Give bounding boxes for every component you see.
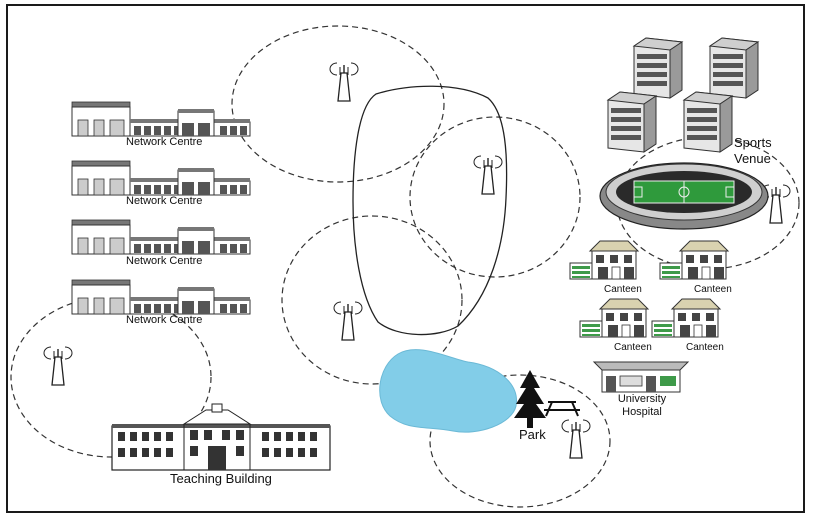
antenna-tower-icon — [561, 419, 591, 459]
network-centre-label: Network Centre — [126, 136, 203, 148]
building-icon — [71, 279, 251, 315]
bench-icon — [544, 401, 580, 417]
building-icon — [71, 160, 251, 196]
park-label: Park — [519, 427, 546, 442]
coverage-circle-top — [231, 25, 445, 183]
network-centre-label: Network Centre — [126, 195, 203, 207]
server-rack-icon — [709, 37, 759, 99]
stadium-icon — [599, 162, 769, 230]
antenna-tower-icon — [333, 301, 363, 341]
canteen-label: Canteen — [614, 342, 652, 353]
hospital-label-line1: University — [617, 393, 667, 405]
building-icon — [71, 101, 251, 137]
server-rack-icon — [683, 91, 733, 153]
server-rack-icon — [607, 91, 657, 153]
building-icon — [569, 240, 639, 280]
server-rack-icon — [633, 37, 683, 99]
canteen-label: Canteen — [604, 284, 642, 295]
building-icon — [651, 298, 721, 338]
tree-icon — [514, 370, 546, 428]
building-icon — [592, 361, 690, 393]
network-centre-label: Network Centre — [126, 314, 203, 326]
canteen-label: Canteen — [694, 284, 732, 295]
coverage-circle-middle — [281, 215, 463, 385]
antenna-tower-icon — [329, 62, 359, 102]
network-boundary — [352, 85, 508, 336]
diagram-frame: Network Centre Network Centre Network Ce… — [6, 4, 805, 513]
lake — [379, 349, 517, 433]
coverage-circle-park — [429, 374, 611, 508]
hospital-label-line2: Hospital — [622, 406, 662, 418]
coverage-circle-right — [409, 116, 581, 278]
building-icon — [579, 298, 649, 338]
canteen-label: Canteen — [686, 342, 724, 353]
network-centre-label: Network Centre — [126, 255, 203, 267]
building-icon — [71, 219, 251, 255]
building-icon — [659, 240, 729, 280]
building-icon — [111, 403, 331, 471]
teaching-building-label: Teaching Building — [170, 471, 272, 486]
sports-venue-label-line1: Sports — [734, 135, 772, 150]
antenna-tower-icon — [43, 346, 73, 386]
campus-network-diagram — [10, 25, 800, 508]
sports-venue-label-line2: Venue — [734, 151, 771, 166]
antenna-tower-icon — [473, 155, 503, 195]
